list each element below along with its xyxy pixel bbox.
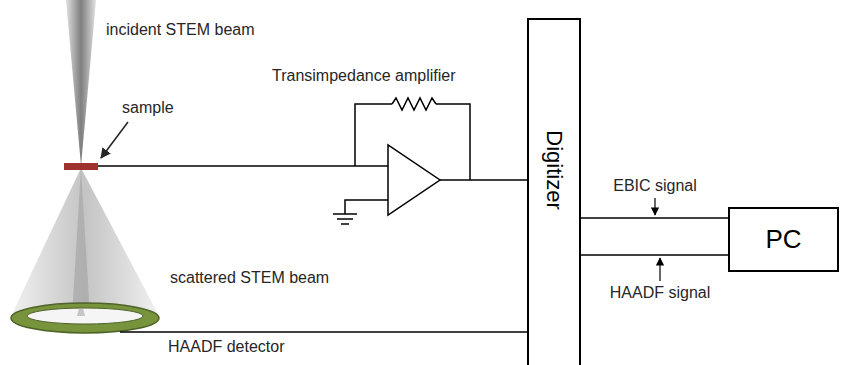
detector-wire bbox=[120, 331, 527, 333]
ground-symbol bbox=[341, 223, 349, 225]
haadf-detector-hole bbox=[27, 308, 143, 324]
pointer-arrow bbox=[654, 198, 655, 215]
signal-label: EBIC signal bbox=[613, 176, 697, 196]
sample-slab bbox=[64, 163, 98, 170]
digitizer-box: Digitizer bbox=[527, 18, 581, 365]
detector-label: HAADF detector bbox=[168, 337, 284, 357]
text-label: Transimpedance amplifier bbox=[272, 67, 455, 84]
leader-arrow bbox=[101, 122, 128, 158]
signal-name: HAADF signal bbox=[610, 284, 710, 301]
signal-line bbox=[581, 254, 728, 256]
ground-symbol bbox=[337, 218, 353, 220]
output-wire bbox=[440, 179, 527, 181]
sample-wire bbox=[98, 165, 388, 167]
beam-label: scattered STEM beam bbox=[170, 268, 329, 288]
pointer-arrow bbox=[659, 258, 660, 281]
signal-line bbox=[581, 217, 728, 219]
scattered-beam-core bbox=[72, 168, 90, 316]
box-label: Digitizer bbox=[541, 130, 567, 209]
ground-symbol bbox=[333, 213, 357, 215]
signal-name: EBIC signal bbox=[613, 177, 697, 194]
text-label: HAADF detector bbox=[168, 338, 284, 355]
text-label: incident STEM beam bbox=[106, 21, 255, 38]
text-label: sample bbox=[122, 99, 174, 116]
resistor-symbol bbox=[392, 98, 436, 110]
sample-label: sample bbox=[122, 98, 174, 118]
beam-label: incident STEM beam bbox=[106, 20, 255, 40]
pc-box: PC bbox=[728, 207, 839, 272]
ground-wire bbox=[345, 200, 388, 214]
beam-through-hole bbox=[77, 308, 85, 316]
haadf-detector-ring bbox=[11, 303, 159, 333]
signal-label: HAADF signal bbox=[610, 283, 710, 303]
box-label: PC bbox=[765, 224, 801, 255]
feedback-wire bbox=[436, 104, 470, 180]
text-label: scattered STEM beam bbox=[170, 269, 329, 286]
incident-beam bbox=[66, 0, 96, 166]
amplifier-label: Transimpedance amplifier bbox=[272, 66, 455, 86]
feedback-wire bbox=[355, 104, 392, 166]
opamp-symbol bbox=[388, 145, 440, 215]
